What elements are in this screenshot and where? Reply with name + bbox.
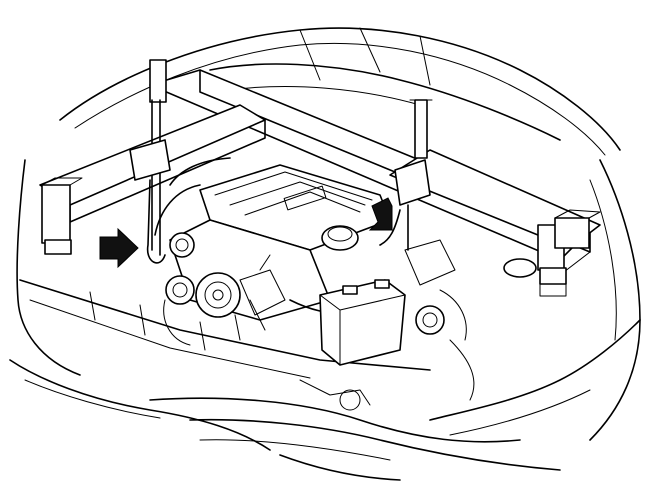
callout-arrows xyxy=(99,197,393,269)
vehicle-body xyxy=(9,27,641,481)
engine-assembly xyxy=(154,157,537,411)
arrow-left-icon xyxy=(99,227,139,269)
engine-support-fixture xyxy=(39,59,601,297)
arrow-right-icon xyxy=(368,197,393,231)
